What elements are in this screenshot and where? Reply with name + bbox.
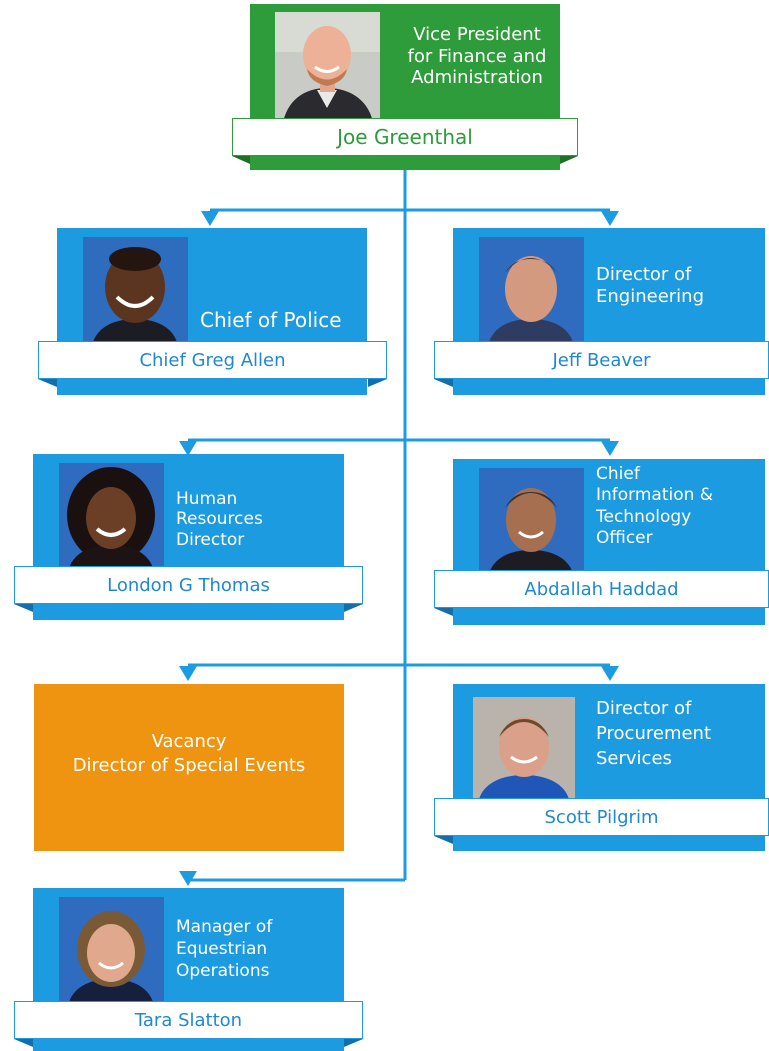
vp-nameplate-fold-right bbox=[560, 156, 578, 164]
it-nameplate: Abdallah Haddad bbox=[434, 570, 769, 608]
procurement-nameplate-fold-left bbox=[434, 836, 453, 844]
it-card: Chief Information & Technology Officer A… bbox=[434, 459, 769, 625]
police-nameplate-fold-right bbox=[368, 379, 387, 387]
engineering-nameplate-fold-left bbox=[434, 379, 453, 387]
procurement-name: Scott Pilgrim bbox=[544, 806, 659, 828]
equestrian-name: Tara Slatton bbox=[134, 1009, 243, 1031]
events-title: Director of Special Events bbox=[72, 755, 306, 777]
hr-photo bbox=[59, 463, 164, 568]
engineering-photo bbox=[479, 237, 584, 342]
police-name: Chief Greg Allen bbox=[139, 349, 286, 371]
procurement-nameplate: Scott Pilgrim bbox=[434, 798, 769, 836]
equestrian-nameplate-fold-right bbox=[344, 1039, 363, 1047]
arrow-to-it bbox=[601, 441, 619, 456]
engineering-card: Director of Engineering Jeff Beaver bbox=[434, 228, 769, 395]
arrow-to-engineering bbox=[601, 211, 619, 226]
arrow-to-equestrian bbox=[179, 871, 197, 886]
police-nameplate-fold-left bbox=[38, 379, 57, 387]
equestrian-card: Manager of Equestrian Operations Tara Sl… bbox=[14, 888, 363, 1051]
procurement-photo bbox=[473, 697, 575, 799]
police-photo bbox=[83, 237, 188, 342]
engineering-title: Director of Engineering bbox=[596, 264, 704, 307]
it-photo bbox=[479, 468, 584, 573]
arrow-to-hr bbox=[179, 441, 197, 456]
equestrian-title: Manager of Equestrian Operations bbox=[176, 917, 273, 982]
events-vacancy-label: Vacancy bbox=[151, 731, 227, 752]
events-card: Vacancy Director of Special Events bbox=[34, 684, 344, 851]
vp-nameplate-fold-left bbox=[232, 156, 250, 164]
police-nameplate: Chief Greg Allen bbox=[38, 341, 387, 379]
arrow-to-events bbox=[179, 666, 197, 681]
hr-name: London G Thomas bbox=[107, 574, 270, 596]
vp-title: Vice President for Finance and Administr… bbox=[407, 24, 547, 89]
arrow-to-police bbox=[201, 211, 219, 226]
hr-card: Human Resources Director London G Thomas bbox=[14, 454, 363, 620]
equestrian-photo bbox=[59, 897, 164, 1002]
it-name: Abdallah Haddad bbox=[524, 578, 679, 600]
vp-name: Joe Greenthal bbox=[337, 125, 473, 149]
procurement-title: Director of Procurement Services bbox=[596, 698, 712, 770]
hr-nameplate-fold-right bbox=[344, 604, 363, 612]
vp-photo bbox=[275, 12, 380, 122]
hr-nameplate-fold-left bbox=[14, 604, 33, 612]
vp-card: Vice President for Finance and Administr… bbox=[232, 4, 578, 170]
engineering-name: Jeff Beaver bbox=[552, 349, 651, 371]
procurement-card: Director of Procurement Services Scott P… bbox=[434, 684, 769, 851]
vp-nameplate: Joe Greenthal bbox=[232, 118, 578, 156]
it-title: Chief Information & Technology Officer bbox=[596, 464, 714, 548]
events-text: Vacancy Director of Special Events bbox=[34, 730, 344, 779]
equestrian-nameplate-fold-left bbox=[14, 1039, 33, 1047]
events-card-background bbox=[34, 684, 344, 851]
equestrian-nameplate: Tara Slatton bbox=[14, 1001, 363, 1039]
it-nameplate-fold-left bbox=[434, 608, 453, 616]
hr-title: Human Resources Director bbox=[176, 489, 263, 550]
police-card: Chief of Police Chief Greg Allen bbox=[38, 228, 387, 395]
arrow-to-procurement bbox=[601, 666, 619, 681]
police-title: Chief of Police bbox=[200, 308, 342, 332]
engineering-nameplate: Jeff Beaver bbox=[434, 341, 769, 379]
hr-nameplate: London G Thomas bbox=[14, 566, 363, 604]
